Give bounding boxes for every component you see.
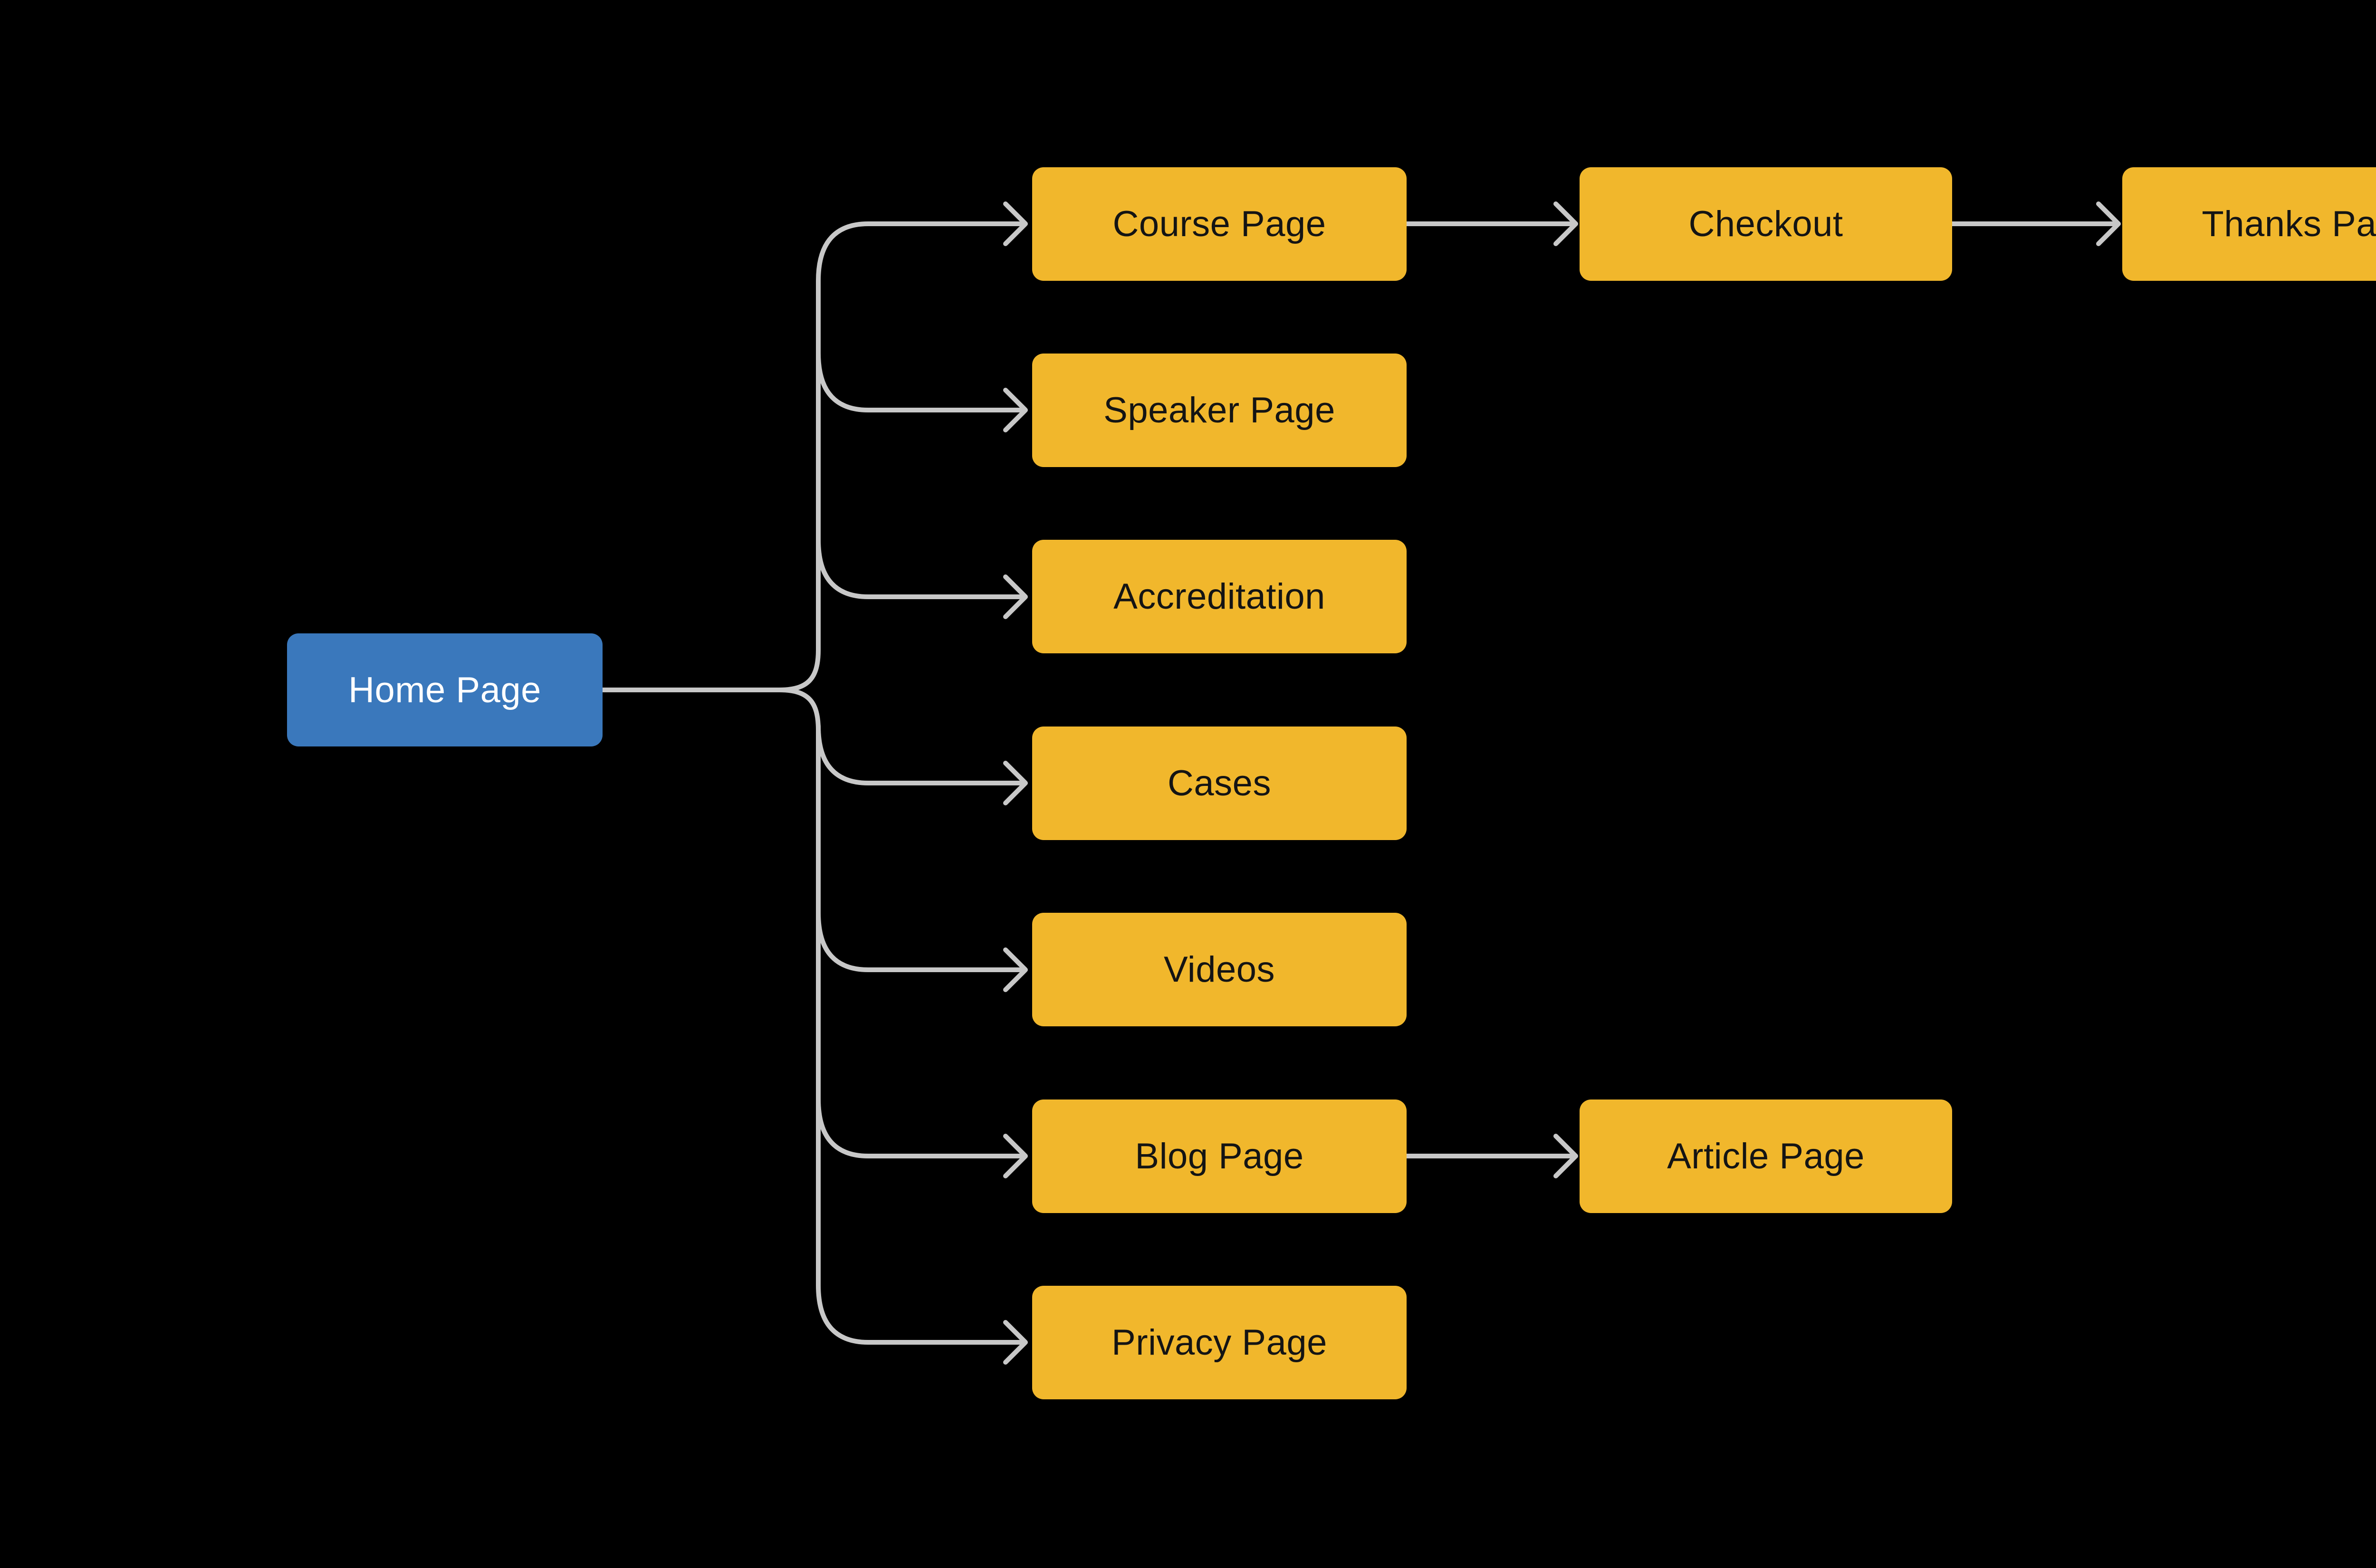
node-accreditation-label: Accreditation bbox=[1113, 576, 1325, 617]
node-checkout-label: Checkout bbox=[1688, 204, 1843, 244]
node-home-page-label: Home Page bbox=[348, 669, 541, 710]
arrowhead-blog-icon bbox=[1003, 1134, 1028, 1178]
edge-home-blog bbox=[816, 1097, 1025, 1158]
arrowhead-speaker-icon bbox=[1003, 388, 1028, 432]
node-blog-page[interactable]: Blog Page bbox=[1032, 1100, 1407, 1213]
node-thanks-page-label: Thanks Page bbox=[2202, 204, 2376, 244]
arrowhead-course-icon bbox=[1003, 201, 1028, 246]
edge-home-cases bbox=[816, 724, 1025, 785]
node-checkout[interactable]: Checkout bbox=[1580, 167, 1952, 281]
arrowhead-privacy-icon bbox=[1003, 1320, 1028, 1365]
edge-home-accreditation bbox=[816, 537, 1025, 599]
node-cases[interactable]: Cases bbox=[1032, 727, 1407, 840]
node-speaker-page[interactable]: Speaker Page bbox=[1032, 354, 1407, 467]
edge-home-speaker bbox=[816, 351, 1025, 412]
node-privacy-page-label: Privacy Page bbox=[1111, 1322, 1327, 1363]
node-speaker-page-label: Speaker Page bbox=[1103, 390, 1335, 430]
edge-home-privacy bbox=[600, 688, 1025, 1345]
node-cases-label: Cases bbox=[1168, 763, 1271, 803]
arrowhead-article-icon bbox=[1553, 1134, 1578, 1178]
arrowhead-thanks-icon bbox=[2096, 201, 2121, 246]
node-article-page-label: Article Page bbox=[1667, 1136, 1865, 1176]
arrowhead-videos-icon bbox=[1003, 947, 1028, 992]
arrowhead-accreditation-icon bbox=[1003, 574, 1028, 619]
edge-home-course bbox=[600, 221, 1025, 692]
node-videos-label: Videos bbox=[1163, 949, 1275, 990]
node-privacy-page[interactable]: Privacy Page bbox=[1032, 1286, 1407, 1399]
node-course-page-label: Course Page bbox=[1112, 204, 1326, 244]
node-thanks-page[interactable]: Thanks Page bbox=[2122, 167, 2376, 281]
node-blog-page-label: Blog Page bbox=[1135, 1136, 1304, 1176]
edge-home-videos bbox=[816, 910, 1025, 972]
node-course-page[interactable]: Course Page bbox=[1032, 167, 1407, 281]
arrowhead-checkout-icon bbox=[1553, 201, 1578, 246]
node-home-page[interactable]: Home Page bbox=[287, 633, 603, 746]
node-accreditation[interactable]: Accreditation bbox=[1032, 540, 1407, 653]
node-videos[interactable]: Videos bbox=[1032, 913, 1407, 1026]
node-article-page[interactable]: Article Page bbox=[1580, 1100, 1952, 1213]
arrowhead-cases-icon bbox=[1003, 761, 1028, 805]
